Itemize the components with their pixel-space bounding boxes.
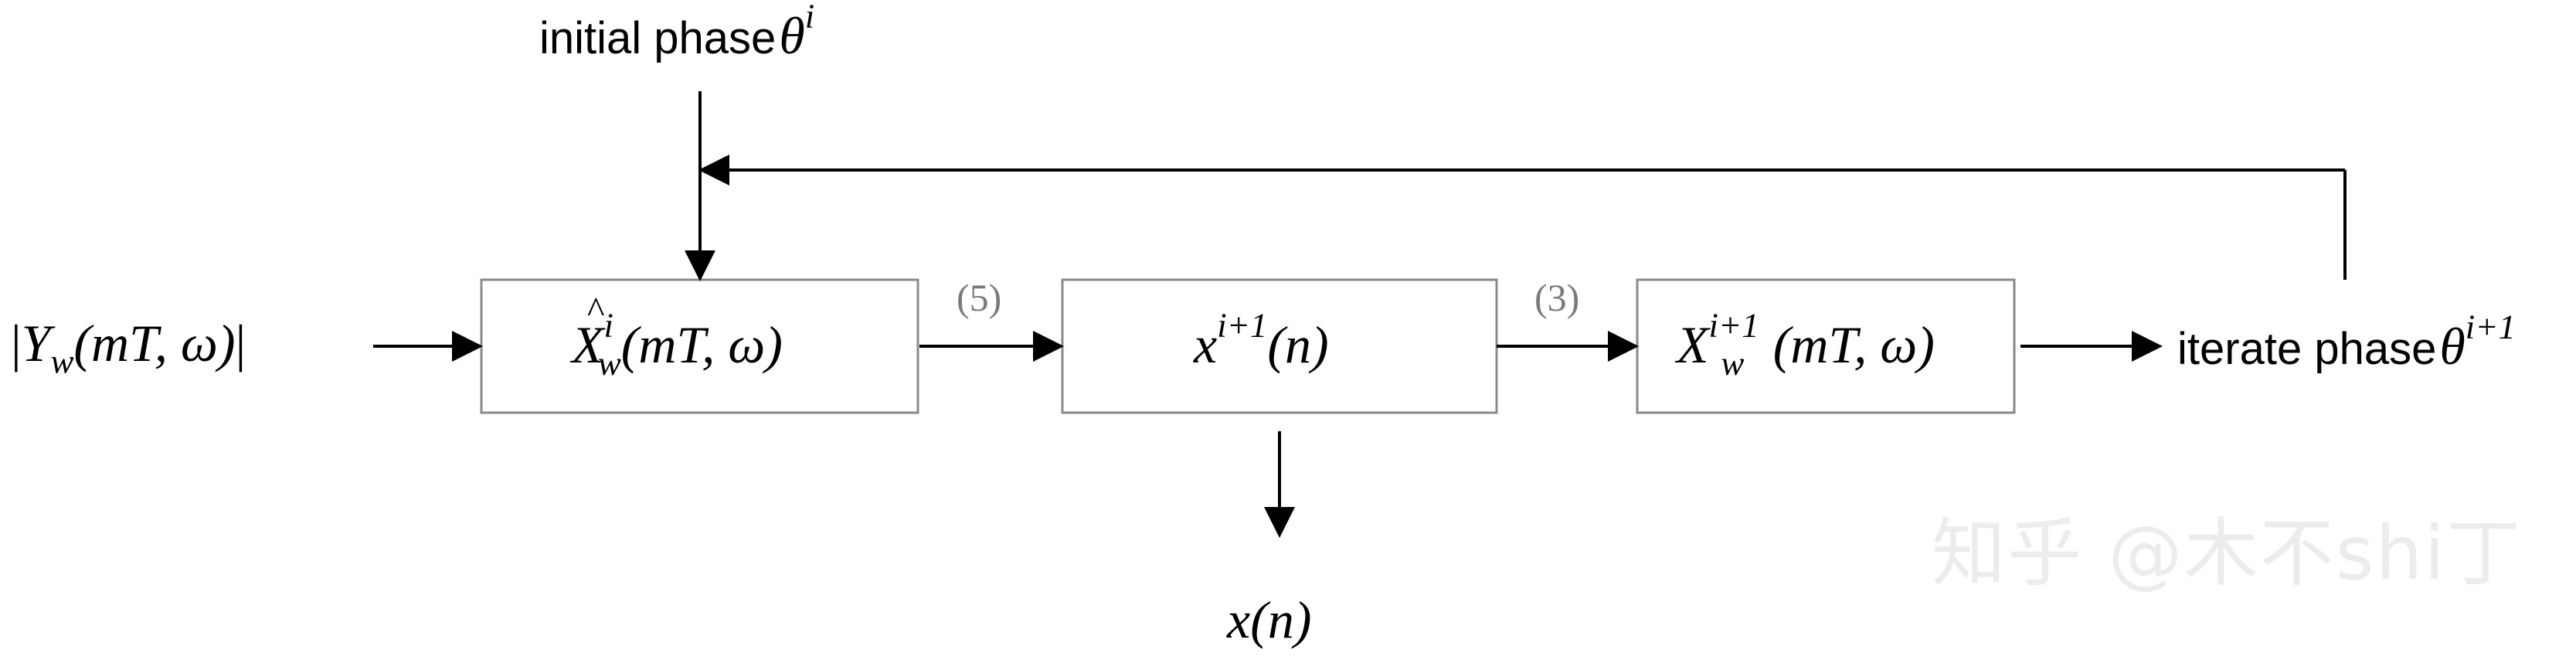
input-sub: w [50,342,74,381]
watermark-text: 知乎 @木不shi丁 [1932,510,2523,597]
iterate-phase-sup: i+1 [2465,307,2516,346]
block1-args: (mT, ω) [620,315,783,374]
input-bar-left: | [11,314,22,373]
block3-var: X [1677,315,1709,374]
iterate-phase-symbol: θ [2439,317,2466,376]
block-estimated-spectrum [480,278,919,414]
eq-ref-5: (5) [957,276,1002,319]
block2-args: (n) [1267,315,1329,374]
block3-label: Xi+1w (mT, ω) [1677,308,1935,380]
block-next-spectrum [1636,278,2016,414]
input-args: (mT, ω) [73,314,236,373]
block1-var: X [572,292,604,371]
block3-args: (mT, ω) [1772,315,1935,374]
block-time-signal [1061,278,1498,414]
block2-var: x [1194,315,1218,374]
eq-ref-3: (3) [1534,276,1580,319]
input-bar-right: | [235,314,246,373]
initial-phase-symbol: θ [779,6,805,65]
iterate-phase-text: iterate phase [2177,324,2437,374]
initial-phase-sup: i [804,0,815,36]
block2-label: xi+1(n) [1194,308,1329,374]
block3-sup: i+1 [1708,305,1759,345]
block2-sup: i+1 [1217,305,1268,345]
output-args: (n) [1250,590,1312,649]
initial-phase-text: initial phase [539,13,777,63]
block3-sub: w [1721,343,1745,383]
iterate-phase-label: iterate phase θi+1 [2177,309,2516,376]
initial-phase-label: initial phase θi [539,0,814,65]
output-signal-label: x(n) [1227,594,1311,646]
input-magnitude-label: |Yw(mT, ω)| [11,317,246,379]
input-var: Y [21,314,51,373]
block1-label: Xiw(mT, ω) [572,292,783,380]
block1-sup: i [603,305,614,345]
output-var: x [1227,590,1251,649]
